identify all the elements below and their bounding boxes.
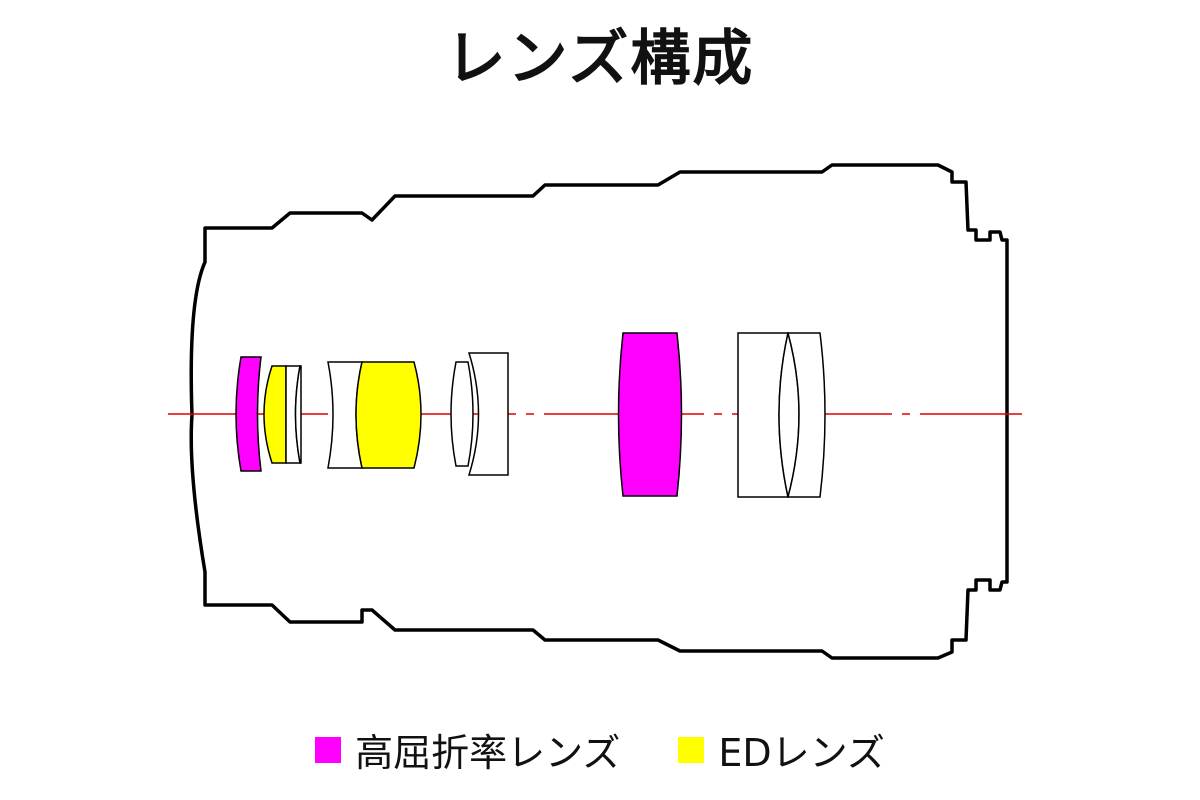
lens-element-11 xyxy=(787,332,826,498)
lens-element-5-ed xyxy=(355,361,422,469)
lens-barrel-outline xyxy=(189,163,1009,660)
lens-element-7 xyxy=(467,352,509,476)
lens-element-1-high-refraction xyxy=(235,356,262,472)
high-refraction-swatch xyxy=(315,736,342,763)
diagram-title: レンズ構成 xyxy=(445,24,755,94)
legend-label-high-refraction: 高屈折率レンズ xyxy=(355,731,621,775)
legend-label-ed: EDレンズ xyxy=(718,731,885,775)
lens-element-3-rear xyxy=(294,365,302,464)
legend-item-high-refraction: 高屈折率レンズ xyxy=(315,722,620,777)
lens-element-2-ed xyxy=(263,365,287,464)
lens-element-8-high-refraction xyxy=(617,332,683,497)
ed-swatch xyxy=(678,736,705,763)
legend: 高屈折率レンズ EDレンズ xyxy=(0,722,1200,777)
lens-element-6 xyxy=(450,361,474,467)
legend-item-ed: EDレンズ xyxy=(678,722,885,777)
